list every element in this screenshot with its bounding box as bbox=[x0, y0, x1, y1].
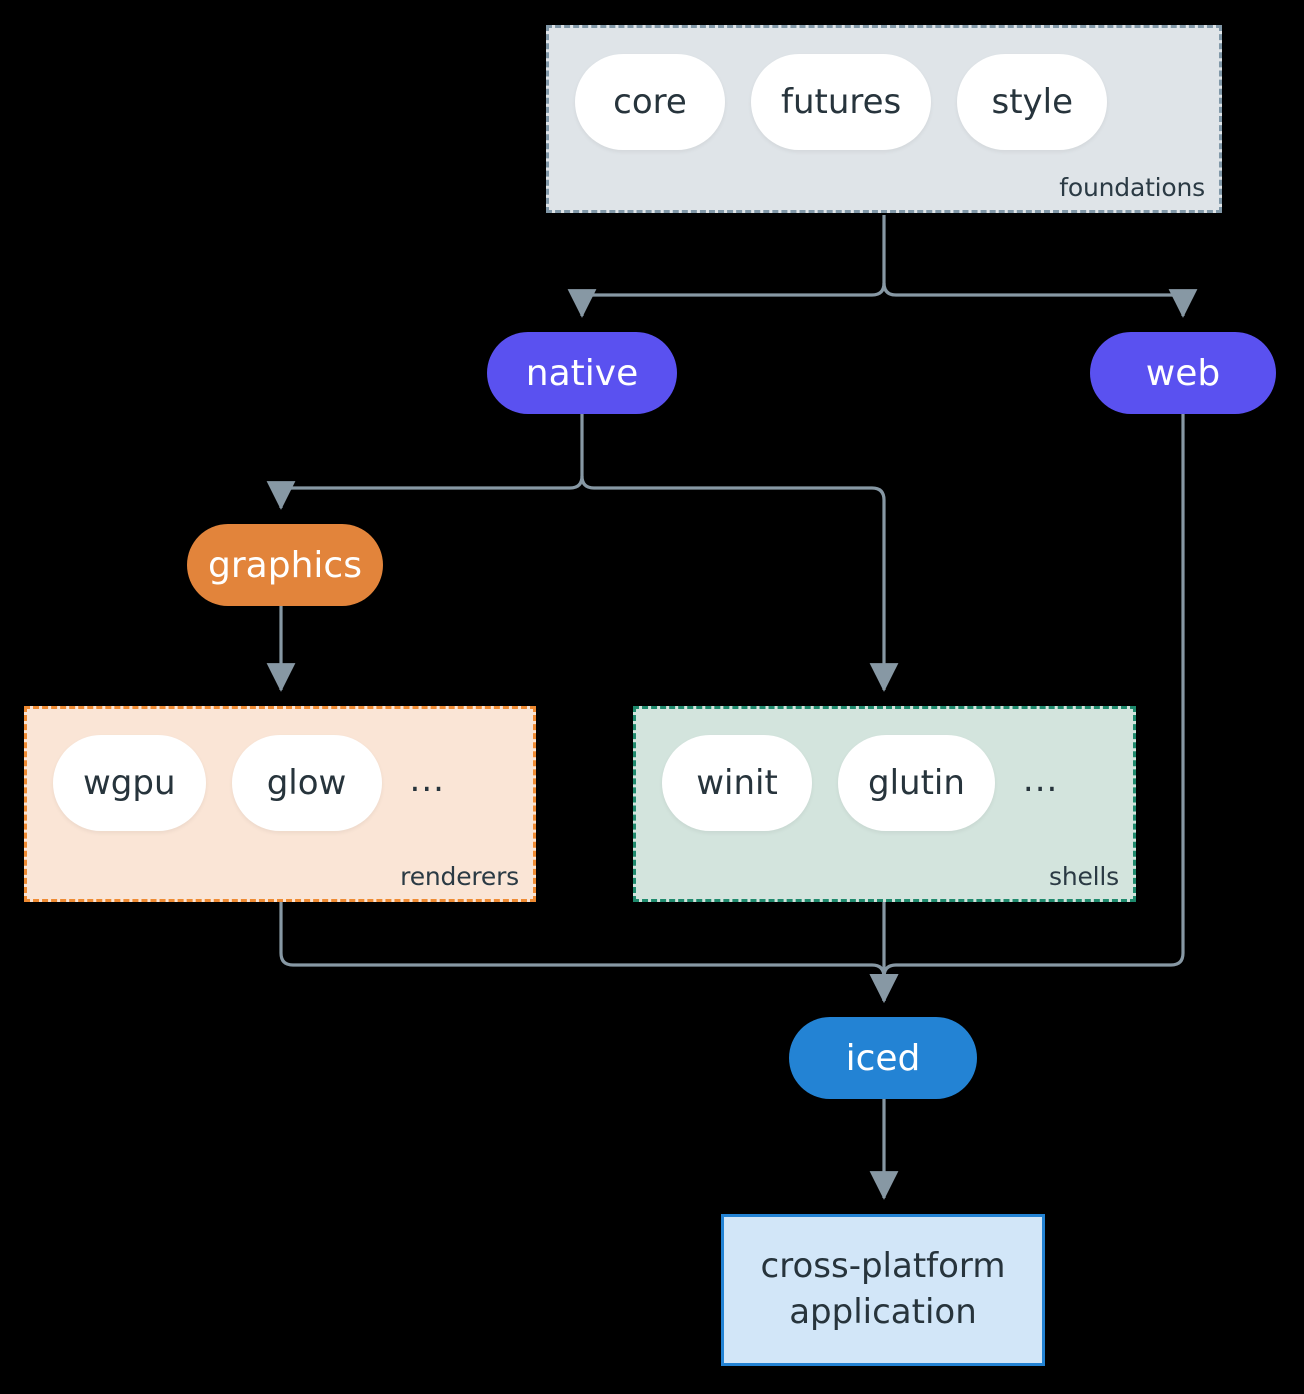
pill-glow[interactable]: glow bbox=[231, 735, 382, 831]
shells-ellipsis: ... bbox=[1022, 760, 1059, 800]
pill-core[interactable]: core bbox=[575, 54, 725, 150]
edge-native-graphics bbox=[266, 414, 584, 510]
group-label-foundations: foundations bbox=[1059, 173, 1205, 202]
renderers-ellipsis: ... bbox=[409, 760, 445, 800]
application-label-line2: application bbox=[789, 1292, 977, 1332]
pill-winit[interactable]: winit bbox=[662, 735, 812, 831]
pill-wgpu[interactable]: wgpu bbox=[53, 735, 206, 831]
shells-member-row: winit glutin ... bbox=[662, 735, 1058, 831]
node-graphics[interactable]: graphics bbox=[187, 524, 383, 606]
pill-futures[interactable]: futures bbox=[751, 54, 932, 150]
node-web[interactable]: web bbox=[1090, 332, 1276, 414]
node-cross-platform-application[interactable]: cross-platform application bbox=[721, 1214, 1045, 1366]
group-foundations: core futures style foundations bbox=[546, 25, 1222, 213]
node-iced[interactable]: iced bbox=[789, 1017, 977, 1099]
group-renderers: wgpu glow ... renderers bbox=[24, 706, 536, 902]
group-label-renderers: renderers bbox=[400, 862, 519, 891]
application-label-line1: cross-platform bbox=[760, 1246, 1006, 1287]
node-native[interactable]: native bbox=[487, 332, 677, 414]
renderers-member-row: wgpu glow ... bbox=[53, 735, 445, 831]
edge-foundations-native bbox=[567, 215, 886, 318]
edge-renderers-iced bbox=[279, 902, 899, 1003]
group-label-shells: shells bbox=[1049, 862, 1119, 891]
pill-style[interactable]: style bbox=[957, 54, 1108, 150]
edge-foundations-web bbox=[882, 282, 1198, 318]
pill-glutin[interactable]: glutin bbox=[838, 735, 995, 831]
group-shells: winit glutin ... shells bbox=[633, 706, 1136, 902]
foundations-member-row: core futures style bbox=[575, 54, 1108, 150]
edge-native-shells bbox=[580, 475, 899, 692]
